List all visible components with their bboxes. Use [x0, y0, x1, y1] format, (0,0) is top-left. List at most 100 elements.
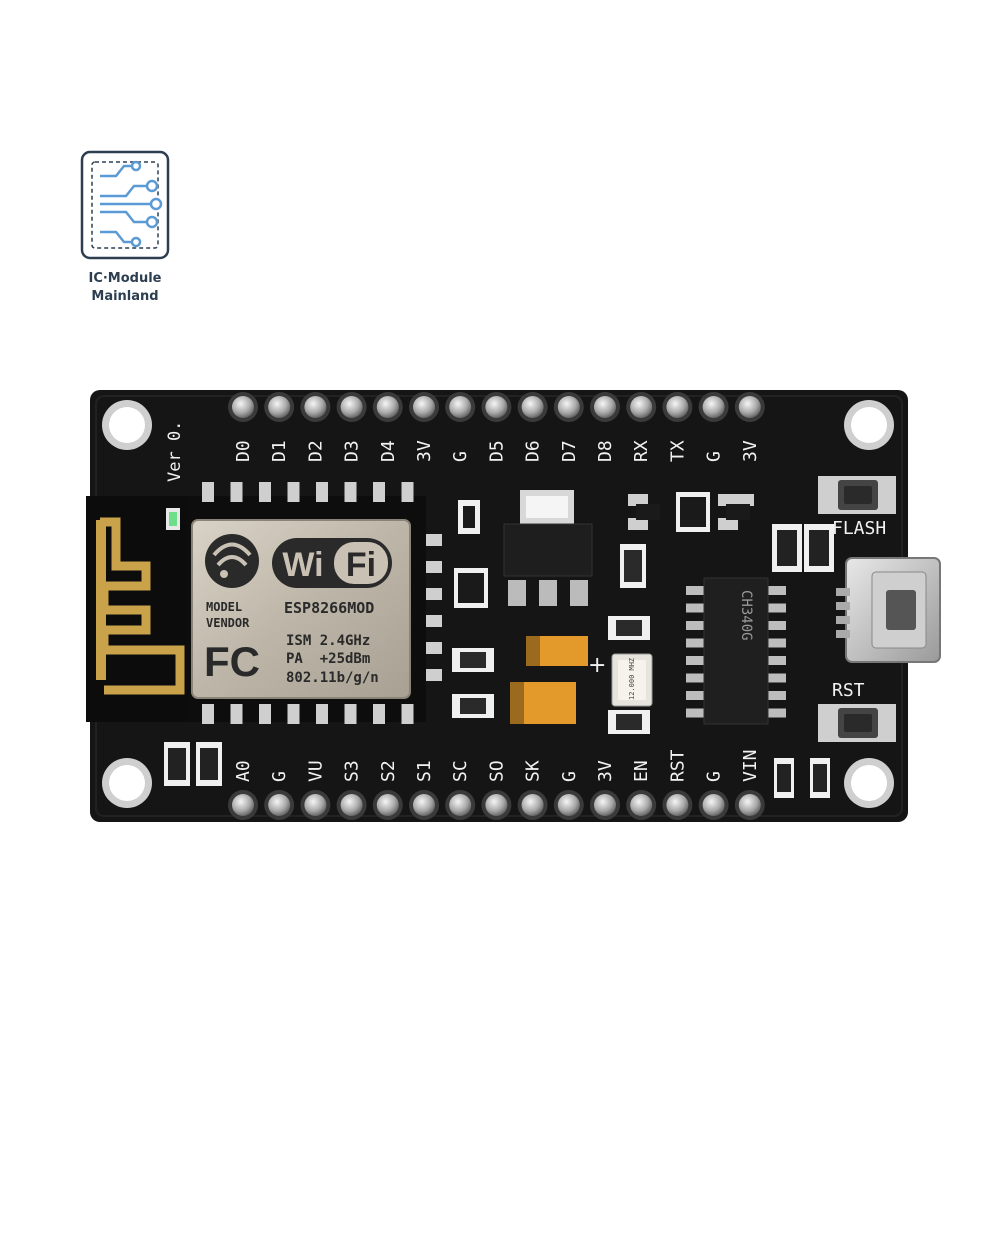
bottom-pin-11	[630, 794, 653, 816]
chip-leg	[686, 673, 706, 683]
flash-button[interactable]	[818, 476, 896, 514]
pin-label: EN	[631, 760, 652, 782]
pin-label: G	[269, 771, 290, 782]
module-pad	[316, 704, 328, 724]
crystal-frequency: 12.000 MHZ	[628, 658, 636, 700]
pin-label: S2	[378, 760, 399, 782]
top-pin-1	[268, 396, 291, 418]
crystal-oscillator: 12.000 MHZ	[611, 653, 653, 707]
module-spec-2: PA +25dBm	[286, 651, 370, 667]
tantalum-capacitors: +	[510, 636, 606, 724]
module-pad	[287, 704, 300, 724]
bottom-header-pins	[228, 790, 765, 820]
chip-leg	[686, 691, 706, 700]
micro-usb-port[interactable]	[836, 557, 941, 663]
bottom-pin-12	[666, 794, 689, 816]
module-vendor-label: VENDOR	[206, 616, 250, 630]
rst-label: RST	[832, 680, 865, 701]
module-pad	[401, 482, 414, 502]
pin-label: G	[704, 771, 725, 782]
top-pin-0	[232, 396, 254, 418]
pin-label: G	[704, 451, 725, 462]
top-pin-13	[702, 396, 725, 418]
pin-label: D2	[305, 440, 326, 462]
pin-label: 3V	[414, 440, 435, 462]
bottom-pin-0	[232, 794, 254, 816]
module-pad	[426, 561, 442, 573]
voltage-regulator	[503, 490, 593, 606]
chip-leg	[686, 586, 706, 595]
bottom-pin-9	[557, 794, 580, 816]
chip-leg	[686, 621, 706, 630]
capacitor-polarity-mark: +	[588, 653, 606, 678]
bottom-pin-5	[413, 794, 435, 816]
pin-label: G	[450, 451, 471, 462]
top-pin-5	[413, 396, 435, 418]
antenna-section	[86, 496, 196, 722]
module-pad	[426, 642, 442, 654]
brand-line-1: IC·Module	[88, 271, 161, 286]
chip-leg	[766, 586, 786, 595]
module-pad	[259, 482, 271, 502]
rst-button[interactable]	[818, 704, 896, 742]
module-pad	[316, 482, 328, 502]
module-pad	[373, 704, 385, 724]
bottom-pin-3	[340, 794, 363, 816]
pin-label: SO	[486, 760, 507, 782]
module-pad	[344, 704, 357, 724]
top-pin-12	[666, 396, 689, 418]
bottom-pin-2	[304, 794, 327, 816]
wifi-logo-wi: Wi	[282, 546, 323, 584]
bottom-pin-13	[702, 794, 725, 816]
board-version-label: Ver 0.	[165, 421, 185, 482]
module-pad	[259, 704, 271, 724]
top-pin-3	[340, 396, 363, 418]
pin-label: SC	[450, 760, 471, 782]
module-pad	[426, 615, 442, 627]
chip-leg	[766, 708, 786, 718]
bottom-pin-14	[738, 794, 761, 816]
module-model-label: MODEL	[206, 600, 242, 614]
top-header-pins	[228, 392, 765, 422]
pin-label: D8	[595, 440, 616, 462]
mounting-holes	[102, 400, 894, 808]
chip-leg	[686, 708, 706, 718]
module-pad	[202, 704, 214, 724]
pin-label: D0	[233, 440, 254, 462]
pin-label: TX	[667, 440, 688, 462]
module-pad	[230, 704, 243, 724]
chip-leg	[766, 603, 786, 613]
module-pad	[401, 704, 414, 724]
module-pad	[426, 534, 442, 546]
top-pin-10	[594, 396, 616, 418]
module-pad	[230, 482, 243, 502]
pin-label: 3V	[740, 440, 761, 462]
chip-leg	[766, 621, 786, 630]
module-pad	[344, 482, 357, 502]
pin-label: VIN	[740, 749, 761, 782]
top-pin-2	[304, 396, 327, 418]
bottom-pin-6	[449, 794, 472, 816]
module-pad	[426, 669, 442, 681]
bottom-pin-1	[268, 794, 291, 816]
circuit-trace-icon	[80, 150, 170, 260]
chip-leg	[766, 638, 786, 648]
top-pin-6	[449, 396, 472, 418]
pin-label: A0	[233, 760, 254, 782]
chip-leg	[766, 656, 786, 665]
pin-label: D3	[342, 440, 363, 462]
pin-label: D4	[378, 440, 399, 462]
pin-label: 3V	[595, 760, 616, 782]
pin-label: SK	[523, 760, 544, 782]
flash-label: FLASH	[832, 518, 886, 539]
module-pad	[426, 588, 442, 600]
chip-leg	[686, 638, 706, 648]
bottom-pin-7	[485, 794, 508, 816]
module-part-number: ESP8266MOD	[284, 599, 374, 617]
usb-chip-label: CH340G	[738, 590, 754, 641]
pin-label: G	[559, 771, 580, 782]
module-pad	[287, 482, 300, 502]
bottom-pin-10	[594, 794, 616, 816]
